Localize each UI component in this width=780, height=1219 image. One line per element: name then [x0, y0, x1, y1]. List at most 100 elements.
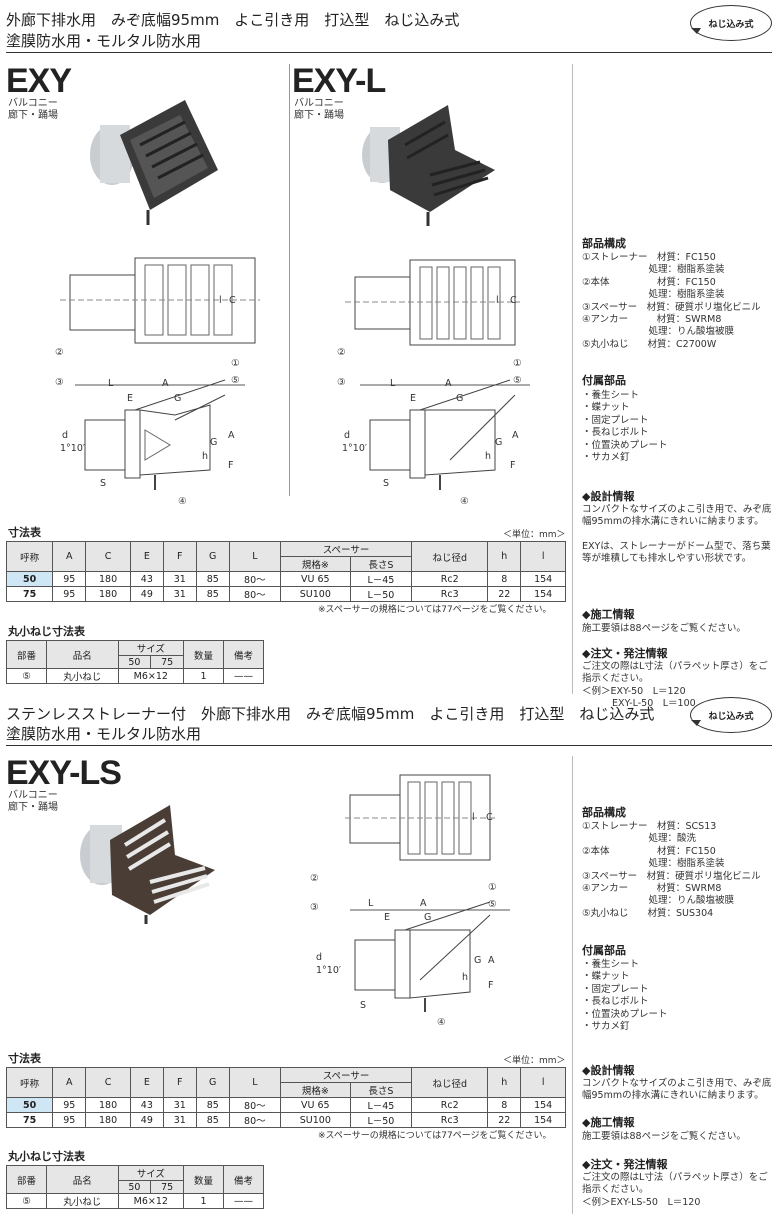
s1-r1-c9: Rc3	[411, 586, 489, 602]
s1-construction-title: ◆施工情報	[582, 608, 635, 621]
s1-r0-c4: 31	[162, 571, 197, 587]
s1-r0-c3: 43	[129, 571, 164, 587]
callout-4-exy-l: ④	[460, 496, 469, 507]
s1-r0-c10: 8	[487, 571, 522, 587]
s1-r0-c9: Rc2	[411, 571, 489, 587]
s2-order-1: 指示ください。	[582, 1184, 649, 1196]
callout-1-exy: ①	[231, 358, 240, 369]
s2-construction-title: ◆施工情報	[582, 1116, 635, 1129]
s1-h-2: C	[85, 541, 131, 572]
s1-sub-0: 規格※	[279, 556, 351, 572]
s2-h-8: ねじ径d	[411, 1067, 489, 1098]
dim-E-exy-l: E	[410, 393, 417, 404]
exy-use1: バルコニー	[8, 98, 58, 109]
s2-sh-2: サイズ	[117, 1165, 185, 1181]
s1-order-ex1: ＜例＞EXY-50 L＝120	[582, 685, 686, 697]
s1-acc-2: ・固定プレート	[582, 414, 649, 426]
s1-r1-c8: L－50	[349, 586, 413, 602]
table-row: 50 95 180 43 31 85 80～ VU 65 L－45 Rc2 8 …	[5, 571, 566, 587]
s1-h-1: A	[52, 541, 87, 572]
s1-accessories-title: 付属部品	[582, 374, 626, 387]
callout-3-exy: ③	[55, 377, 64, 388]
s1-sh-0: 部番	[6, 640, 47, 669]
dim-d-exy: d	[62, 430, 69, 441]
s2-order-0: ご注文の際はL寸法（パラペット厚さ）をご	[582, 1172, 768, 1183]
section2-badge: ねじ込み式	[690, 697, 772, 733]
exy-ls-use2: 廊下・踊場	[8, 802, 58, 813]
callout-4-exy: ④	[178, 496, 187, 507]
exy-ls-side-view	[350, 901, 510, 1012]
s1-sh-1: 品名	[45, 640, 119, 669]
s2-acc-4: ・位置決めプレート	[582, 1008, 668, 1020]
s2-h-2: C	[85, 1067, 131, 1098]
dim-L-exy: L	[108, 378, 114, 389]
dim-S-exy-l: S	[383, 478, 390, 489]
s1-sub-1: 長さS	[349, 556, 413, 572]
dim-c-exy-ls: C	[486, 812, 493, 823]
s1-ss-1: 75	[150, 655, 184, 669]
s1-h-3: E	[129, 541, 164, 572]
dim-c-exy: C	[229, 295, 236, 306]
s2-sub-1: 長さS	[349, 1082, 413, 1098]
s2-r0-c6: 80～	[228, 1097, 281, 1113]
s1-part-4: ③スペーサー 材質：硬質ポリ塩化ビニル	[582, 301, 761, 313]
callout-4-exy-ls: ④	[437, 1017, 446, 1028]
dim-A-exy: A	[162, 378, 169, 389]
s1-design-block: コンパクトなサイズのよこ引き用で、みぞ底 幅95mmの排水溝にきれいに納まります…	[582, 504, 771, 566]
s1-r1-c3: 49	[129, 586, 164, 602]
dim-l-exy-ls: l	[472, 812, 475, 823]
s2-r0-c10: 8	[487, 1097, 522, 1113]
callout-3-exy-ls: ③	[310, 902, 319, 913]
s2-r1-c4: 31	[162, 1112, 197, 1128]
section2-header-line2: 塗膜防水用・モルタル防水用	[6, 725, 202, 743]
exy-ls-top-view	[345, 774, 495, 861]
table-row: ⑤ 丸小ねじ M6×12 1 ——	[6, 1193, 265, 1209]
s2-r0-c11: 154	[520, 1097, 566, 1113]
s1-sr-4: ——	[222, 668, 265, 684]
s2-r1-c1: 95	[52, 1112, 87, 1128]
dim-d-exy-ls: d	[316, 952, 323, 963]
callout-5-exy-l: ⑤	[513, 375, 522, 386]
s1-dim-title: 寸法表	[8, 526, 41, 539]
s2-r0-c0: 50	[5, 1097, 54, 1113]
s1-part-6: 処理：りん酸塩被膜	[582, 326, 735, 338]
dim-S-exy: S	[100, 478, 107, 489]
callout-5-exy: ⑤	[231, 375, 240, 386]
s1-r1-c1: 95	[52, 586, 87, 602]
s2-order-block: ご注文の際はL寸法（パラペット厚さ）をご 指示ください。 ＜例＞EXY-LS-5…	[582, 1172, 768, 1209]
s1-screw-table: 部番 品名 サイズ 数量 備考 50 75 ⑤ 丸小ねじ M6×12 1 ——	[6, 640, 265, 684]
s2-r1-c2: 180	[85, 1112, 131, 1128]
s2-acc-0: ・養生シート	[582, 959, 640, 970]
s1-r1-c10: 22	[487, 586, 522, 602]
s2-r1-c8: L－50	[349, 1112, 413, 1128]
s2-ss-1: 75	[150, 1180, 184, 1194]
s2-dim-note: ※スペーサーの規格については77ページをご覧ください。	[318, 1131, 552, 1141]
dim-F-exy: F	[228, 460, 234, 471]
dim-c-exy-l: C	[510, 295, 517, 306]
s1-r0-c6: 80～	[228, 571, 281, 587]
s2-sh-0: 部番	[6, 1165, 47, 1194]
s1-dim-table: 呼称 A C E F G L スペーサー ねじ径d h l 規格※ 長さS 50…	[5, 541, 566, 602]
s2-dim-title: 寸法表	[8, 1052, 41, 1065]
s1-r0-c0: 50	[5, 571, 54, 587]
s2-accessories-title: 付属部品	[582, 944, 626, 957]
dim-A2-exy-ls: A	[488, 955, 495, 966]
s2-acc-2: ・固定プレート	[582, 983, 649, 995]
dim-A2-exy: A	[228, 430, 235, 441]
s1-accessories-list: ・養生シート ・蝶ナット ・固定プレート ・長ねじボルト ・位置決めプレート ・…	[582, 390, 668, 464]
s1-r0-c5: 85	[195, 571, 230, 587]
s2-sr-2: M6×12	[117, 1193, 185, 1209]
s1-r1-c7: SU100	[279, 586, 351, 602]
s2-part-3: 処理：樹脂系塗装	[582, 858, 725, 870]
dim-A-exy-ls: A	[420, 898, 427, 909]
s1-design-title: ◆設計情報	[582, 490, 635, 503]
s2-r1-c0: 75	[5, 1112, 54, 1128]
s1-r0-c11: 154	[520, 571, 566, 587]
exy-product-image	[90, 100, 218, 225]
exy-ls-use1: バルコニー	[8, 790, 58, 801]
s1-order-0: ご注文の際はL寸法（パラペット厚さ）をご	[582, 661, 768, 672]
s1-part-3: 処理：樹脂系塗装	[582, 289, 725, 301]
s2-part-7: ⑤丸小ねじ 材質：SUS304	[582, 907, 714, 919]
s2-r1-c10: 22	[487, 1112, 522, 1128]
s1-order-title: ◆注文・発注情報	[582, 647, 668, 660]
